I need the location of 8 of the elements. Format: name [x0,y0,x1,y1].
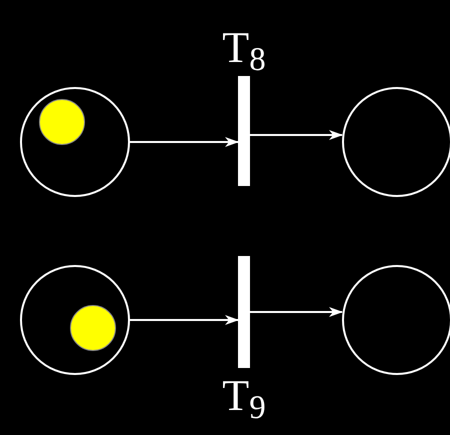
token [70,305,116,351]
arrow [250,307,343,317]
arrow [250,130,343,140]
token [39,99,85,145]
transition-label: T$_{8}$ [222,22,266,74]
arrow [130,137,239,147]
transition-label: T$_{9}$ [222,370,266,422]
arrow [130,315,239,325]
